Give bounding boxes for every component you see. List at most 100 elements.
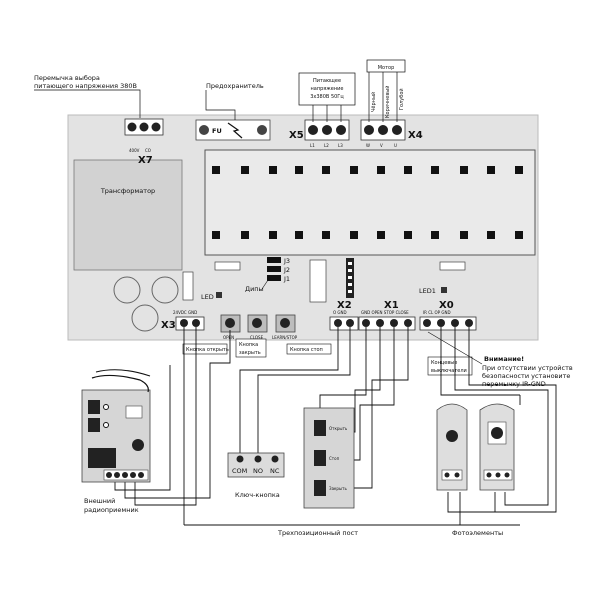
fuse-note: Предохранитель	[206, 82, 264, 90]
led-label: LED	[201, 293, 214, 301]
receiver-led	[103, 404, 109, 410]
supply-wires	[312, 105, 342, 122]
btn-close-label: Кнопка	[239, 342, 258, 348]
x4-pin-u: U	[394, 143, 397, 148]
keyswitch-no: NO	[253, 467, 263, 475]
fuse-clip	[199, 125, 209, 135]
photocell-lens	[491, 427, 503, 439]
x7-pin-400v: 400V	[129, 148, 140, 153]
x5-pin-l1: L1	[310, 143, 315, 148]
supply-text: напряжение	[311, 86, 344, 92]
relay-block	[204, 149, 536, 256]
x7-screws	[127, 122, 161, 132]
pin-strip-holes	[348, 262, 352, 293]
motor-box	[366, 59, 406, 73]
small-header	[439, 261, 466, 271]
x0-screws	[423, 319, 473, 327]
keyswitch-label: Ключ-кнопка	[235, 491, 280, 499]
receiver-button	[132, 439, 144, 451]
receiver-antenna	[95, 369, 151, 377]
wiring	[114, 327, 557, 526]
attention-text: безопасности установите	[482, 372, 570, 380]
receiver-chip	[125, 405, 143, 419]
post-close-label: Закрыть	[329, 486, 347, 491]
j1-label: J1	[283, 275, 290, 283]
three-position-label: Трехпозиционный пост	[277, 529, 358, 537]
fuse-mark: FU	[212, 127, 222, 135]
x5-label: X5	[289, 130, 304, 141]
btn-close-label: закрыть	[239, 350, 261, 356]
relay-pads-top	[212, 166, 523, 174]
supply-text: 3x380В 50Гц	[310, 94, 344, 100]
led1-label: LED1	[419, 287, 436, 295]
limit-switch-label: Концевые	[431, 360, 457, 366]
onboard-close-label: CLOSE	[250, 335, 264, 340]
x3-label: X3	[161, 320, 176, 331]
photocell-screw	[454, 472, 460, 478]
receiver-antenna	[91, 374, 149, 393]
receiver-led	[103, 422, 109, 428]
receiver-jumper	[88, 400, 100, 414]
wire-black: Чёрный	[370, 92, 377, 112]
btn-open-label: Кнопка открыть	[186, 347, 229, 353]
capacitor	[151, 276, 179, 304]
photocell-screw	[495, 472, 501, 478]
led1-indicator	[441, 287, 447, 293]
btn-close-label-box	[235, 338, 267, 358]
photocell-lens	[446, 430, 458, 442]
jumper-block	[267, 257, 281, 281]
x2-label: X2	[337, 300, 352, 311]
keyswitch-nc: NC	[270, 467, 280, 475]
onboard-open-label: OPEN	[223, 335, 234, 340]
chip	[309, 259, 327, 303]
receiver-terminals	[103, 469, 149, 481]
x3-screw	[180, 319, 188, 327]
x2-screw	[334, 319, 342, 327]
x5-pin-l2: L2	[324, 143, 329, 148]
fuse-symbol	[227, 122, 243, 139]
post-button-close	[314, 480, 326, 496]
keyswitch-com: COM	[232, 467, 247, 475]
receiver-label: Внешний	[84, 497, 115, 505]
attention-title: Внимание!	[484, 355, 524, 363]
capacitor	[131, 304, 159, 332]
motor-label: Мотор	[378, 65, 395, 71]
photocell-screw	[444, 472, 450, 478]
receiver-jumper	[88, 418, 100, 432]
fuse-holder	[195, 119, 271, 141]
photocell-transmitter	[436, 403, 468, 491]
fuse-note-leader	[205, 90, 236, 120]
photocell-screw	[486, 472, 492, 478]
fuse-clip	[257, 125, 267, 135]
button-cap	[252, 318, 262, 328]
wire-brown: Коричневый	[384, 86, 391, 118]
jumper-note: Перемычка выбора	[34, 74, 100, 82]
receiver-relay	[88, 448, 116, 468]
three-position-post	[303, 407, 355, 509]
jumper-note-leader	[34, 89, 141, 118]
attention-text: При отсутствии устройств	[482, 364, 573, 372]
x4-label: X4	[408, 130, 423, 141]
post-stop-label: Стоп	[329, 456, 340, 461]
wire-blue: Голубой	[398, 88, 405, 110]
receiver-label: радиоприемник	[84, 506, 139, 514]
supply-text: Питающее	[313, 78, 341, 84]
x2-screw	[346, 319, 354, 327]
jumper-note: питающего напряжения 380В	[34, 82, 137, 90]
x1-screws	[362, 319, 412, 327]
button-cap	[280, 318, 290, 328]
x1-terminal	[358, 316, 416, 331]
side-component	[182, 271, 194, 301]
x1-pins: GND OPEN STOP CLOSE	[361, 310, 409, 315]
btn-stop-label: Кнопка стоп	[290, 347, 323, 353]
relay-pads-bottom	[212, 231, 523, 239]
limit-switch-box	[427, 356, 473, 376]
post-open-label: Открыть	[329, 426, 348, 431]
post-button-stop	[314, 450, 326, 466]
x7-label: X7	[138, 155, 153, 166]
dips-label: Дипы	[245, 285, 264, 293]
motor-wires	[368, 72, 398, 122]
x4-pin-w: W	[366, 143, 370, 148]
dips-leader	[261, 279, 269, 290]
